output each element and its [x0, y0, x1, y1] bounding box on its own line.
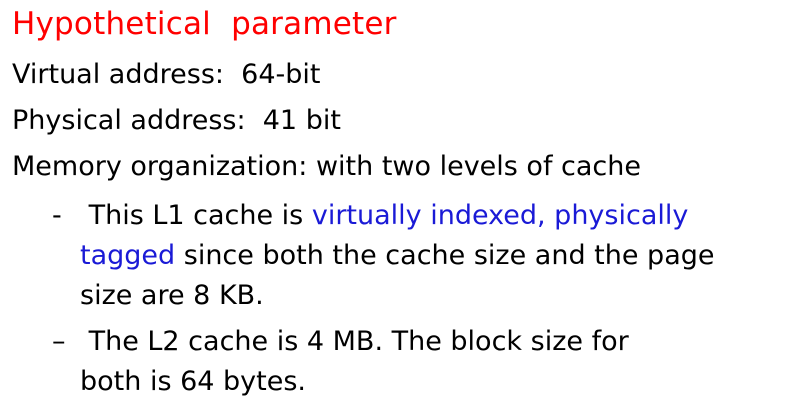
physical-address-line: Physical address: 41 bit: [12, 105, 341, 136]
memory-organization-line: Memory organization: with two levels of …: [12, 151, 642, 182]
bullet-l1-cache: This L1 cache is virtually indexed, phys…: [80, 196, 792, 316]
bullet-l1-line-1: This L1 cache is virtually indexed, phys…: [80, 196, 792, 236]
bullet-marker-l1: -: [52, 200, 62, 231]
bullet-l1-text: This L1 cache is: [80, 200, 312, 231]
bullet-l1-line-2: tagged since both the cache size and the…: [80, 236, 792, 276]
bullet-marker-l2: –: [52, 326, 66, 357]
bullet-l2-line-2: both is 64 bytes.: [80, 366, 306, 397]
bullet-l2-cache: The L2 cache is 4 MB. The block size for…: [80, 322, 792, 402]
bullet-l1-text-2: since both the cache size and the page: [175, 240, 715, 271]
slide-title: Hypothetical parameter: [12, 6, 397, 42]
virtual-address-line: Virtual address: 64-bit: [12, 59, 321, 90]
bullet-l1-highlight: virtually indexed, physically: [311, 200, 689, 231]
bullet-l2-line-1: The L2 cache is 4 MB. The block size for: [80, 326, 629, 357]
bullet-l1-line-3: size are 8 KB.: [80, 280, 264, 311]
bullet-l1-highlight-2: tagged: [80, 240, 176, 271]
